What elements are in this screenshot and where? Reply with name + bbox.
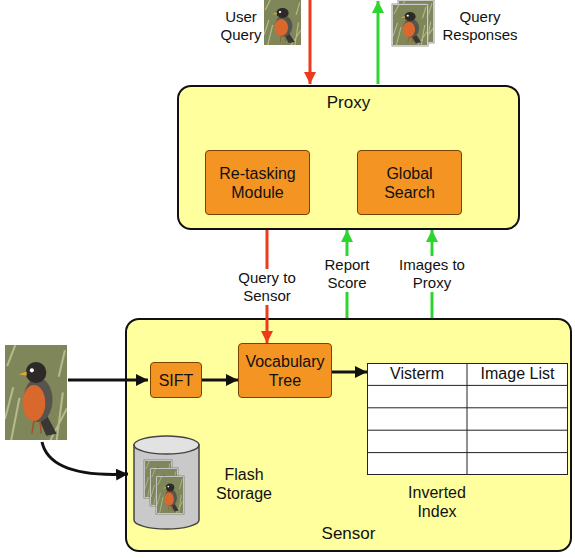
photo-caption: Query Responses — [440, 8, 520, 44]
connector-arrow — [346, 230, 349, 318]
box-label: SIFT — [159, 371, 194, 390]
photo-frame — [398, 0, 434, 43]
module-box: Global Search — [357, 150, 462, 215]
response-arrow — [377, 1, 380, 84]
sensor-panel: SIFTVocabulary TreeVistermImage ListInve… — [125, 318, 572, 552]
proxy-panel: Re-tasking Module Global Search Proxy — [177, 85, 520, 230]
response-photo — [399, 1, 433, 42]
storage-label: Flash Storage — [213, 465, 275, 503]
index-table: VistermImage ListInverted Index — [367, 363, 568, 475]
table-cell: Visterm — [367, 363, 467, 385]
process-box: SIFT — [150, 362, 202, 398]
storage-cylinder — [133, 435, 200, 530]
box-label: Re-tasking Module — [212, 164, 303, 202]
table-cell: Image List — [467, 363, 568, 385]
connector-arrow — [266, 230, 269, 343]
box-label: Global Search — [364, 164, 455, 202]
edge-label: Images to Proxy — [393, 256, 471, 292]
module-box: Re-tasking Module — [205, 150, 310, 215]
flash-cylinder: Flash Storage — [133, 435, 200, 530]
response-photo — [393, 5, 427, 45]
connector-arrow — [202, 379, 238, 382]
panel-title: Sensor — [127, 524, 570, 544]
panel-title: Proxy — [179, 93, 518, 113]
connector-arrow — [332, 371, 367, 374]
query-photo — [264, 0, 301, 45]
edge-label: Query to Sensor — [228, 269, 306, 305]
input-photo — [5, 345, 67, 440]
table-caption: Inverted Index — [387, 483, 487, 521]
input-arrow — [68, 379, 148, 382]
process-box: Vocabulary Tree — [238, 343, 332, 398]
storage-arrow — [42, 442, 128, 474]
box-label: Vocabulary Tree — [245, 352, 325, 390]
photo-frame — [392, 4, 428, 46]
photo-caption: User Query — [218, 8, 264, 44]
edge-label: Report Score — [308, 256, 386, 292]
query-arrow — [309, 0, 312, 84]
connector-arrow — [431, 230, 434, 318]
